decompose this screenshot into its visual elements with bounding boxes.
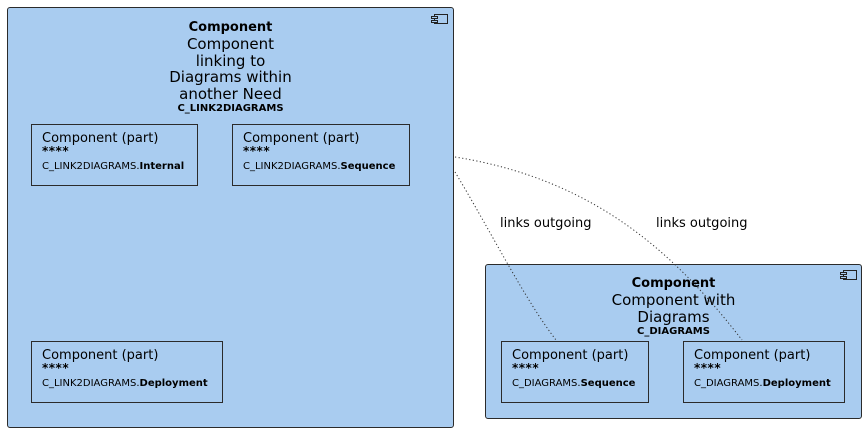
part-sequence[interactable]: Component (part) **** C_DIAGRAMS.Sequenc… (501, 341, 649, 403)
part-label: Component (part) (42, 131, 159, 146)
component-title-line: Component with (611, 291, 736, 309)
part-deployment[interactable]: Component (part) **** C_LINK2DIAGRAMS.De… (31, 341, 223, 403)
part-stars: **** (42, 144, 70, 158)
link-line-deployment[interactable] (454, 156, 743, 341)
part-label: Component (part) (512, 348, 629, 363)
link-line-sequence[interactable] (454, 171, 557, 341)
component-header: Component Component with Diagrams C_DIAG… (486, 276, 861, 339)
component-title-line: linking to (195, 51, 266, 70)
part-id: C_DIAGRAMS.Sequence (512, 378, 636, 389)
component-c-diagrams[interactable]: Component Component with Diagrams C_DIAG… (485, 264, 862, 419)
part-label: Component (part) (694, 348, 811, 363)
component-icon (431, 14, 448, 24)
part-stars: **** (243, 144, 271, 158)
link-label: links outgoing (656, 216, 748, 231)
part-deployment[interactable]: Component (part) **** C_DIAGRAMS.Deploym… (683, 341, 845, 403)
component-id: C_DIAGRAMS (637, 326, 710, 337)
part-stars: **** (694, 361, 722, 375)
part-sequence[interactable]: Component (part) **** C_LINK2DIAGRAMS.Se… (232, 124, 410, 186)
part-label: Component (part) (243, 131, 360, 146)
part-id: C_DIAGRAMS.Deployment (694, 378, 831, 389)
component-id: C_LINK2DIAGRAMS (177, 103, 284, 114)
part-id: C_LINK2DIAGRAMS.Deployment (42, 378, 208, 389)
component-icon (840, 270, 857, 280)
component-title-line: Diagrams within (169, 68, 292, 86)
component-stereotype: Component (188, 20, 273, 35)
component-c-link2diagrams[interactable]: Component Component linking to Diagrams … (7, 7, 454, 428)
component-header: Component Component linking to Diagrams … (8, 20, 453, 116)
component-title-line: another Need (179, 84, 282, 103)
component-title-line: Diagrams (637, 307, 710, 326)
component-stereotype: Component (631, 276, 716, 291)
part-id: C_LINK2DIAGRAMS.Sequence (243, 161, 396, 172)
part-label: Component (part) (42, 348, 159, 363)
link-label: links outgoing (500, 216, 592, 231)
part-stars: **** (42, 361, 70, 375)
part-id: C_LINK2DIAGRAMS.Internal (42, 161, 185, 172)
part-stars: **** (512, 361, 540, 375)
part-internal[interactable]: Component (part) **** C_LINK2DIAGRAMS.In… (31, 124, 198, 186)
component-title-line: Component (186, 35, 275, 53)
